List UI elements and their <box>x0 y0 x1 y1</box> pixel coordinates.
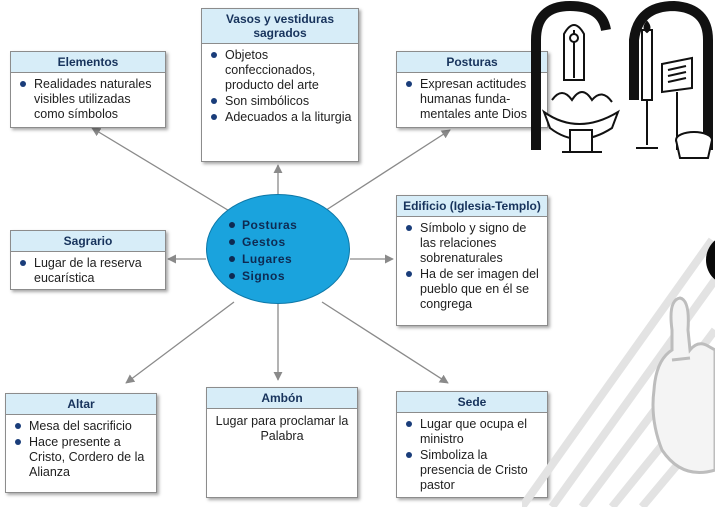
sede-list: Lugar que ocupa el ministro Simboliza la… <box>397 413 547 498</box>
edificio-list: Símbolo y signo de las relaciones sobren… <box>397 217 547 317</box>
bullet-icon <box>229 222 235 228</box>
bullet-icon <box>406 421 412 427</box>
hand-icon <box>651 296 715 474</box>
arrow-to-altar <box>125 301 235 384</box>
list-item: Objetos confeccionados, producto del art… <box>210 48 352 93</box>
elementos-title: Elementos <box>11 52 165 73</box>
list-item: Lugar de la reserva eucarística <box>19 256 159 286</box>
posturas-list: Expresan actitudes humanas funda-mentale… <box>397 73 547 127</box>
altar-title: Altar <box>6 394 156 415</box>
vasos-list: Objetos confeccionados, producto del art… <box>202 44 358 130</box>
posturas-title: Posturas <box>397 52 547 73</box>
vasos-title: Vasos y vestiduras sagrados <box>202 9 358 44</box>
dark-circle-decoration <box>706 240 715 280</box>
bullet-icon <box>15 439 21 445</box>
list-item: Lugar que ocupa el ministro <box>405 417 541 447</box>
bullet-icon <box>406 271 412 277</box>
bullet-icon <box>229 239 235 245</box>
bullet-icon <box>406 452 412 458</box>
center-item: Signos <box>229 268 297 285</box>
altar-list: Mesa del sacrificio Hace presente a Cris… <box>6 415 156 485</box>
center-item: Gestos <box>229 234 297 251</box>
elementos-list: Realidades naturales visibles utilizadas… <box>11 73 165 127</box>
altar-box: Altar Mesa del sacrificio Hace presente … <box>5 393 157 493</box>
center-list: Posturas Gestos Lugares Signos <box>229 217 297 285</box>
bullet-icon <box>20 81 26 87</box>
list-item: Simboliza la presencia de Cristo pastor <box>405 448 541 493</box>
bullet-icon <box>211 52 217 58</box>
bullet-icon <box>211 114 217 120</box>
list-item: Hace presente a Cristo, Cordero de la Al… <box>14 435 150 480</box>
center-item: Lugares <box>229 251 297 268</box>
saint-window-icon <box>563 24 585 81</box>
font-icon <box>541 91 620 153</box>
ambon-box: Ambón Lugar para proclamar la Palabra <box>206 387 358 498</box>
elementos-box: Elementos Realidades naturales visibles … <box>10 51 166 128</box>
bullet-icon <box>406 81 412 87</box>
list-item: Mesa del sacrificio <box>14 419 150 434</box>
vasos-box: Vasos y vestiduras sagrados Objetos conf… <box>201 8 359 162</box>
list-item: Son simbólicos <box>210 94 352 109</box>
bullet-icon <box>406 225 412 231</box>
list-item: Expresan actitudes humanas funda-mentale… <box>405 77 541 122</box>
sede-box: Sede Lugar que ocupa el ministro Simboli… <box>396 391 548 498</box>
list-item: Símbolo y signo de las relaciones sobren… <box>405 221 541 266</box>
center-item: Posturas <box>229 217 297 234</box>
posturas-box: Posturas Expresan actitudes humanas fund… <box>396 51 548 128</box>
bullet-icon <box>229 256 235 262</box>
sede-title: Sede <box>397 392 547 413</box>
arrow-to-sede <box>321 301 449 384</box>
bullet-icon <box>20 260 26 266</box>
sagrario-box: Sagrario Lugar de la reserva eucarística <box>10 230 166 290</box>
edificio-title: Edificio (Iglesia-Templo) <box>397 196 547 217</box>
center-ellipse: Posturas Gestos Lugares Signos <box>206 194 350 304</box>
church-illustration <box>522 0 715 507</box>
arrow-to-elementos <box>91 127 237 216</box>
ambon-text: Lugar para proclamar la Palabra <box>215 414 349 443</box>
vessels-icon <box>675 131 713 159</box>
list-item: Ha de ser imagen del pueblo que en él se… <box>405 267 541 312</box>
bullet-icon <box>229 273 235 279</box>
candle-icon <box>636 20 658 149</box>
ambon-title: Ambón <box>207 388 357 409</box>
arches-icon <box>531 0 713 150</box>
arrow-to-posturas <box>319 129 451 215</box>
bullet-icon <box>211 98 217 104</box>
list-item: Adecuados a la liturgia <box>210 110 352 125</box>
bullet-icon <box>15 423 21 429</box>
list-item: Realidades naturales visibles utilizadas… <box>19 77 159 122</box>
sagrario-list: Lugar de la reserva eucarística <box>11 252 165 291</box>
sagrario-title: Sagrario <box>11 231 165 252</box>
edificio-box: Edificio (Iglesia-Templo) Símbolo y sign… <box>396 195 548 326</box>
